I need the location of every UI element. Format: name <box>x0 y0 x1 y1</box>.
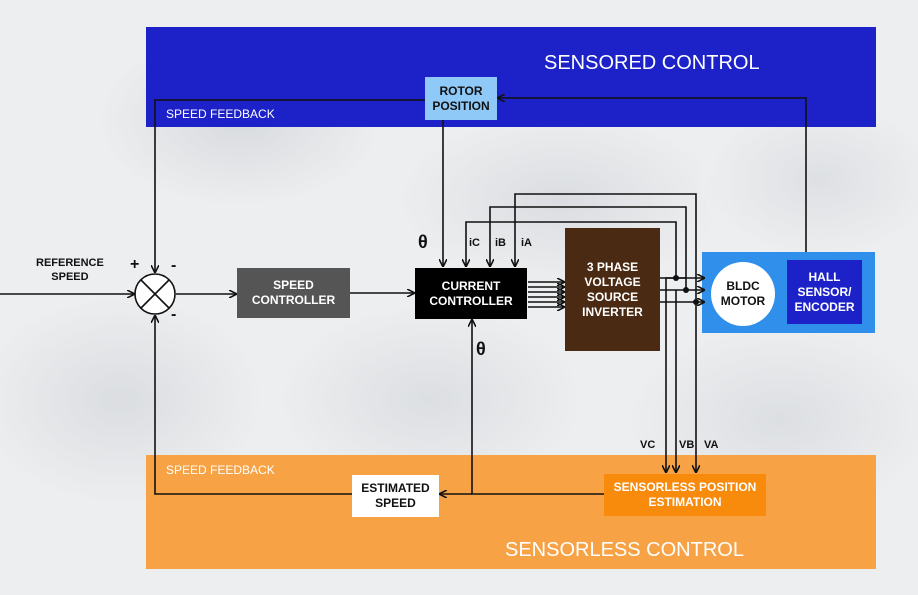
ia-label: iA <box>521 237 532 249</box>
theta-bottom-label: θ <box>476 339 486 359</box>
vc-label: VC <box>640 439 656 451</box>
ic-label: iC <box>469 237 480 249</box>
sensorless-estimation-block: SENSORLESS POSITION ESTIMATION <box>604 474 766 516</box>
sensored-control-panel <box>146 27 876 127</box>
hall-sensor-block: HALL SENSOR/ ENCODER <box>787 260 862 324</box>
va-label: VA <box>704 439 719 451</box>
vb-label: VB <box>679 439 695 451</box>
inverter-block: 3 PHASE VOLTAGE SOURCE INVERTER <box>565 228 660 351</box>
plus-sign: + <box>130 256 140 273</box>
theta-top-label: θ <box>418 232 428 252</box>
rotor-position-block: ROTOR POSITION <box>425 77 497 120</box>
minus-top-sign: - <box>171 257 177 274</box>
minus-bottom-sign: - <box>171 306 177 323</box>
bldc-motor-block: BLDC MOTOR <box>711 262 775 326</box>
sensored-speed-feedback-label: SPEED FEEDBACK <box>166 107 275 121</box>
current-controller-block: CURRENT CONTROLLER <box>415 268 527 319</box>
estimated-speed-block: ESTIMATED SPEED <box>352 475 439 517</box>
reference-speed-label: REFERENCE SPEED <box>36 257 104 283</box>
ib-label: iB <box>495 237 506 249</box>
speed-controller-block: SPEED CONTROLLER <box>237 268 350 318</box>
sensored-control-title: SENSORED CONTROL <box>544 52 760 74</box>
sensorless-speed-feedback-label: SPEED FEEDBACK <box>166 463 275 477</box>
sensorless-control-title: SENSORLESS CONTROL <box>505 539 744 561</box>
